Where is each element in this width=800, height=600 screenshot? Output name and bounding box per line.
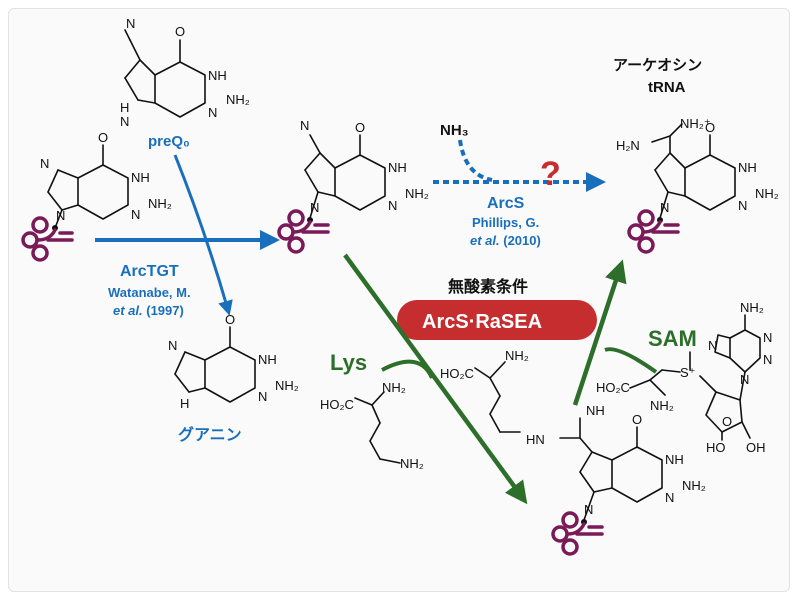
atom-n: N <box>388 198 397 213</box>
phillips-line-1: Phillips, G. <box>472 215 539 230</box>
atom-n: N <box>763 352 772 367</box>
arctgt-label: ArcTGT <box>120 263 179 280</box>
archaeosine-trna-molecule: H₂N NH₂⁺ O NH N NH₂ N <box>616 116 779 219</box>
atom-s-plus: S⁺ <box>680 365 696 380</box>
lys-curve <box>381 359 434 379</box>
atom-nh2: NH₂ <box>505 348 529 363</box>
atom-n: N <box>56 208 65 223</box>
atom-nh2plus: NH₂⁺ <box>680 116 711 131</box>
sam-curve <box>604 347 658 374</box>
atom-nh2: NH₂ <box>740 300 764 315</box>
rasea-pill <box>397 300 597 340</box>
atom-o-ring: O <box>722 414 732 429</box>
sam-label: SAM <box>648 326 697 351</box>
preq0-trna-molecule: N O NH N NH₂ N <box>300 118 429 219</box>
preq0-label: preQ₀ <box>148 133 190 150</box>
atom-o: O <box>225 312 235 327</box>
atom-n: N <box>740 372 749 387</box>
atom-nh2: NH₂ <box>400 456 424 471</box>
atom-n: N <box>584 502 593 517</box>
atom-nh2: NH₂ <box>275 378 299 393</box>
nh3-label: NH₃ <box>440 122 469 139</box>
atom-o: O <box>98 130 108 145</box>
atom-n: N <box>131 207 140 222</box>
atom-n: N <box>300 118 309 133</box>
atom-nh: NH <box>131 170 150 185</box>
atom-nh2: NH₂ <box>755 186 779 201</box>
arcs-label: ArcS <box>487 195 525 212</box>
preq0-to-guanine-arrow <box>173 154 233 316</box>
phillips-line-2: et al. (2010) <box>470 233 541 248</box>
trna-symbol-right <box>627 209 680 254</box>
atom-nh: NH <box>586 403 605 418</box>
lys-pathway-arrow <box>343 253 528 505</box>
trna-symbol-left <box>21 216 74 262</box>
preq0-molecule: N O NH N NH₂ H N <box>120 16 250 129</box>
watanabe-line-1: Watanabe, M. <box>108 285 191 300</box>
sam-pathway-arrow <box>572 259 627 406</box>
guanine-label: グアニン <box>178 425 242 444</box>
atom-h: H <box>120 100 129 115</box>
guanine-trna-molecule: O N NH N NH₂ N <box>40 130 172 229</box>
atom-nh: NH <box>665 452 684 467</box>
atom-n: N <box>763 330 772 345</box>
atom-ho2c: HO₂C <box>320 397 354 412</box>
atom-o: O <box>705 120 715 135</box>
atom-n: N <box>310 200 319 215</box>
rasea-pill-label: ArcS·RaSEA <box>422 311 542 333</box>
lys-adduct-molecule: HO₂C NH₂ HN NH O NH N NH₂ N <box>440 348 706 521</box>
atom-n: N <box>126 16 135 31</box>
atom-nh: NH <box>738 160 757 175</box>
archaeosine-label: アーケオシン <box>613 56 702 74</box>
atom-nh2: NH₂ <box>650 398 674 413</box>
lys-label: Lys <box>330 350 367 375</box>
atom-ho2c: HO₂C <box>440 366 474 381</box>
atom-ho2c: HO₂C <box>596 380 630 395</box>
atom-nh: NH <box>208 68 227 83</box>
atom-ho: HO <box>706 440 726 455</box>
sam-molecule: HO₂C NH₂ S⁺ O HO OH NH₂ N N N N <box>596 300 772 455</box>
atom-nh2: NH₂ <box>226 92 250 107</box>
atom-oh: OH <box>746 440 766 455</box>
nh3-dotted-curve <box>458 139 493 182</box>
atom-o: O <box>175 24 185 39</box>
atom-n: N <box>708 338 717 353</box>
guanine-molecule: O N NH N NH₂ H <box>168 312 299 411</box>
anaerobic-label: 無酸素条件 <box>448 277 528 296</box>
atom-n: N <box>168 338 177 353</box>
atom-nh2: NH₂ <box>382 380 406 395</box>
atom-n: N <box>258 389 267 404</box>
atom-nh2: NH₂ <box>148 196 172 211</box>
atom-hn: HN <box>526 432 545 447</box>
trna-symbol-bottom <box>551 511 604 556</box>
atom-nh2: NH₂ <box>682 478 706 493</box>
watanabe-line-2: et al. (1997) <box>113 303 184 318</box>
trna-symbol-center <box>277 209 330 254</box>
question-mark: ? <box>540 155 561 193</box>
atom-o: O <box>632 412 642 427</box>
atom-nh: NH <box>258 352 277 367</box>
atom-n: N <box>660 200 669 215</box>
trna-label: tRNA <box>648 79 686 96</box>
atom-o: O <box>355 120 365 135</box>
atom-h: H <box>180 396 189 411</box>
atom-n: N <box>208 105 217 120</box>
atom-n: N <box>120 114 129 129</box>
atom-h2n: H₂N <box>616 138 640 153</box>
atom-n: N <box>40 156 49 171</box>
atom-nh2: NH₂ <box>405 186 429 201</box>
atom-n: N <box>738 198 747 213</box>
figure-frame <box>8 8 790 592</box>
atom-n: N <box>665 490 674 505</box>
lysine-molecule: HO₂C NH₂ NH₂ <box>320 380 424 471</box>
atom-nh: NH <box>388 160 407 175</box>
